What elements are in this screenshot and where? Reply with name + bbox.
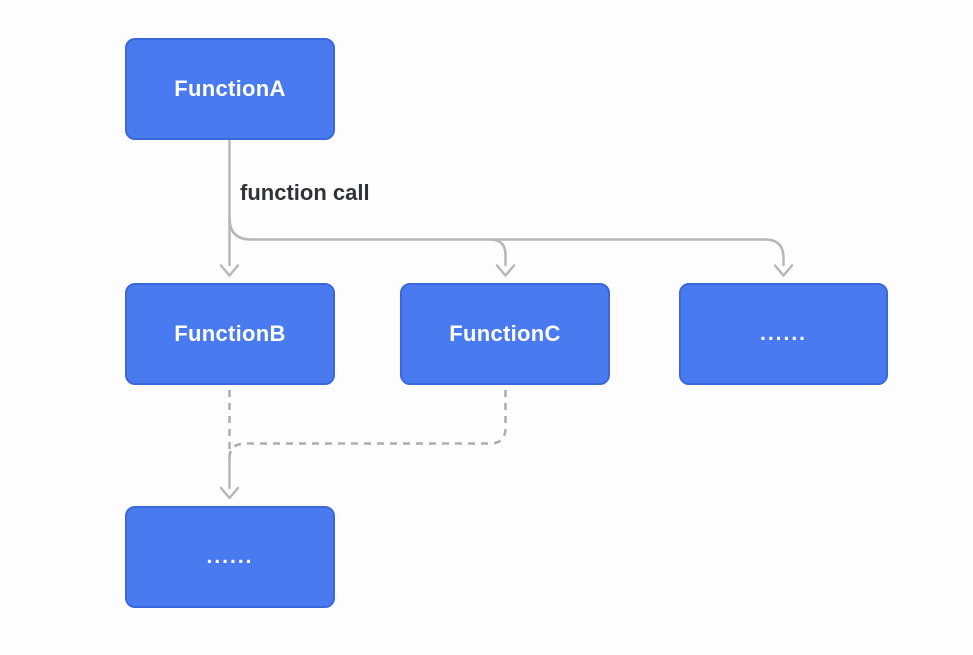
edge-a-to-more-arrowhead [773,264,794,277]
edge-a-to-more-line [228,216,785,267]
edge-a-to-c-line [488,238,507,267]
node-more-callees-label: ...... [759,322,807,345]
node-function-a: FunctionA [125,38,335,140]
edge-a-to-c-arrowhead [495,264,516,277]
node-function-b-label: FunctionB [174,321,286,346]
edge-a-to-b-arrowhead [219,264,240,277]
node-function-c-label: FunctionC [449,321,561,346]
node-more-nested: ...... [125,506,335,608]
edge-c-to-nested-dashed [228,390,507,459]
node-function-b: FunctionB [125,283,335,385]
node-function-a-label: FunctionA [174,76,286,101]
node-function-c: FunctionC [400,283,610,385]
node-more-nested-label: ...... [206,545,254,568]
edge-label-function-call: function call [240,180,370,205]
edge-merged-arrowhead [219,486,240,500]
node-more-callees: ...... [679,283,888,385]
